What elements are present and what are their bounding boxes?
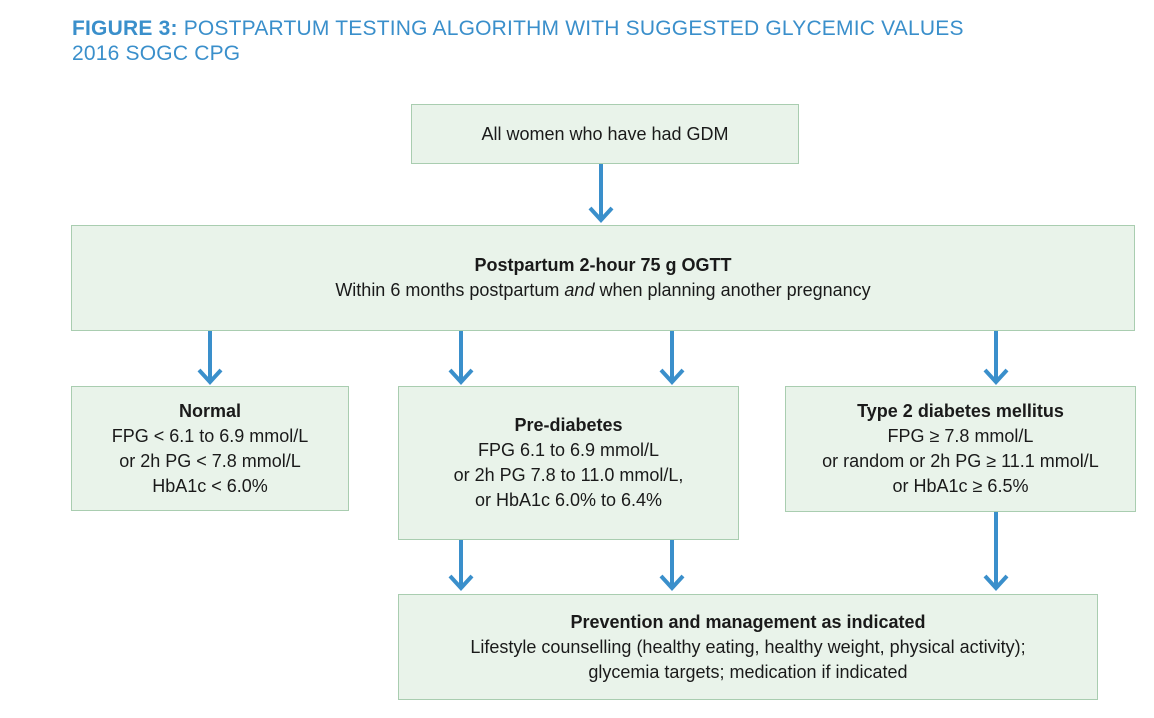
arrow-prediabetes-to-prevention-left (448, 540, 474, 591)
node-normal-line: FPG < 6.1 to 6.9 mmol/L (111, 425, 309, 446)
figure-title: FIGURE 3: POSTPARTUM TESTING ALGORITHM W… (72, 16, 964, 66)
arrow-ogtt-to-t2dm (983, 331, 1009, 385)
node-t2dm-line: or random or 2h PG ≥ 11.1 mmol/L (822, 451, 1099, 471)
node-prevention-heading: Prevention and management as indicated (570, 611, 926, 632)
arrow-prediabetes-to-prevention-right (659, 540, 685, 591)
node-normal-heading: Normal (178, 400, 241, 421)
arrow-ogtt-to-normal (197, 331, 223, 385)
node-start-text: All women who have had GDM (481, 123, 729, 144)
node-normal-line: HbA1c < 6.0% (152, 475, 268, 496)
figure-title-text: POSTPARTUM TESTING ALGORITHM WITH SUGGES… (177, 17, 964, 40)
node-t2dm-line: FPG ≥ 7.8 mmol/L (887, 426, 1034, 446)
node-ogtt: Postpartum 2-hour 75 g OGTT Within 6 mon… (71, 225, 1135, 331)
node-t2dm-line: or HbA1c ≥ 6.5% (892, 476, 1029, 496)
arrow-ogtt-to-prediabetes-right (659, 331, 685, 385)
arrow-t2dm-to-prevention (983, 512, 1009, 591)
arrow-ogtt-to-prediabetes-left (448, 331, 474, 385)
node-prevention-line: Lifestyle counselling (healthy eating, h… (470, 636, 1026, 657)
node-prediabetes-line: or HbA1c 6.0% to 6.4% (474, 490, 663, 510)
node-t2dm: Type 2 diabetes mellitus FPG ≥ 7.8 mmol/… (785, 386, 1136, 512)
arrow-start-to-ogtt (588, 164, 614, 223)
figure-label: FIGURE 3: (72, 17, 178, 40)
node-ogtt-heading: Postpartum 2-hour 75 g OGTT (474, 255, 732, 275)
node-prediabetes-line: or 2h PG 7.8 to 11.0 mmol/L, (453, 465, 684, 485)
figure-subtitle: 2016 SOGC CPG (72, 42, 241, 65)
node-prevention-line: glycemia targets; medication if indicate… (588, 661, 908, 682)
node-normal: Normal FPG < 6.1 to 6.9 mmol/L or 2h PG … (71, 386, 349, 511)
node-start: All women who have had GDM (411, 104, 799, 164)
node-prevention: Prevention and management as indicated L… (398, 594, 1098, 700)
node-t2dm-heading: Type 2 diabetes mellitus (857, 401, 1064, 421)
node-ogtt-line: Within 6 months postpartum and when plan… (335, 280, 871, 300)
node-prediabetes-heading: Pre-diabetes (514, 415, 623, 435)
node-prediabetes-line: FPG 6.1 to 6.9 mmol/L (477, 440, 660, 460)
node-prediabetes: Pre-diabetes FPG 6.1 to 6.9 mmol/L or 2h… (398, 386, 739, 540)
node-normal-line: or 2h PG < 7.8 mmol/L (119, 450, 301, 471)
